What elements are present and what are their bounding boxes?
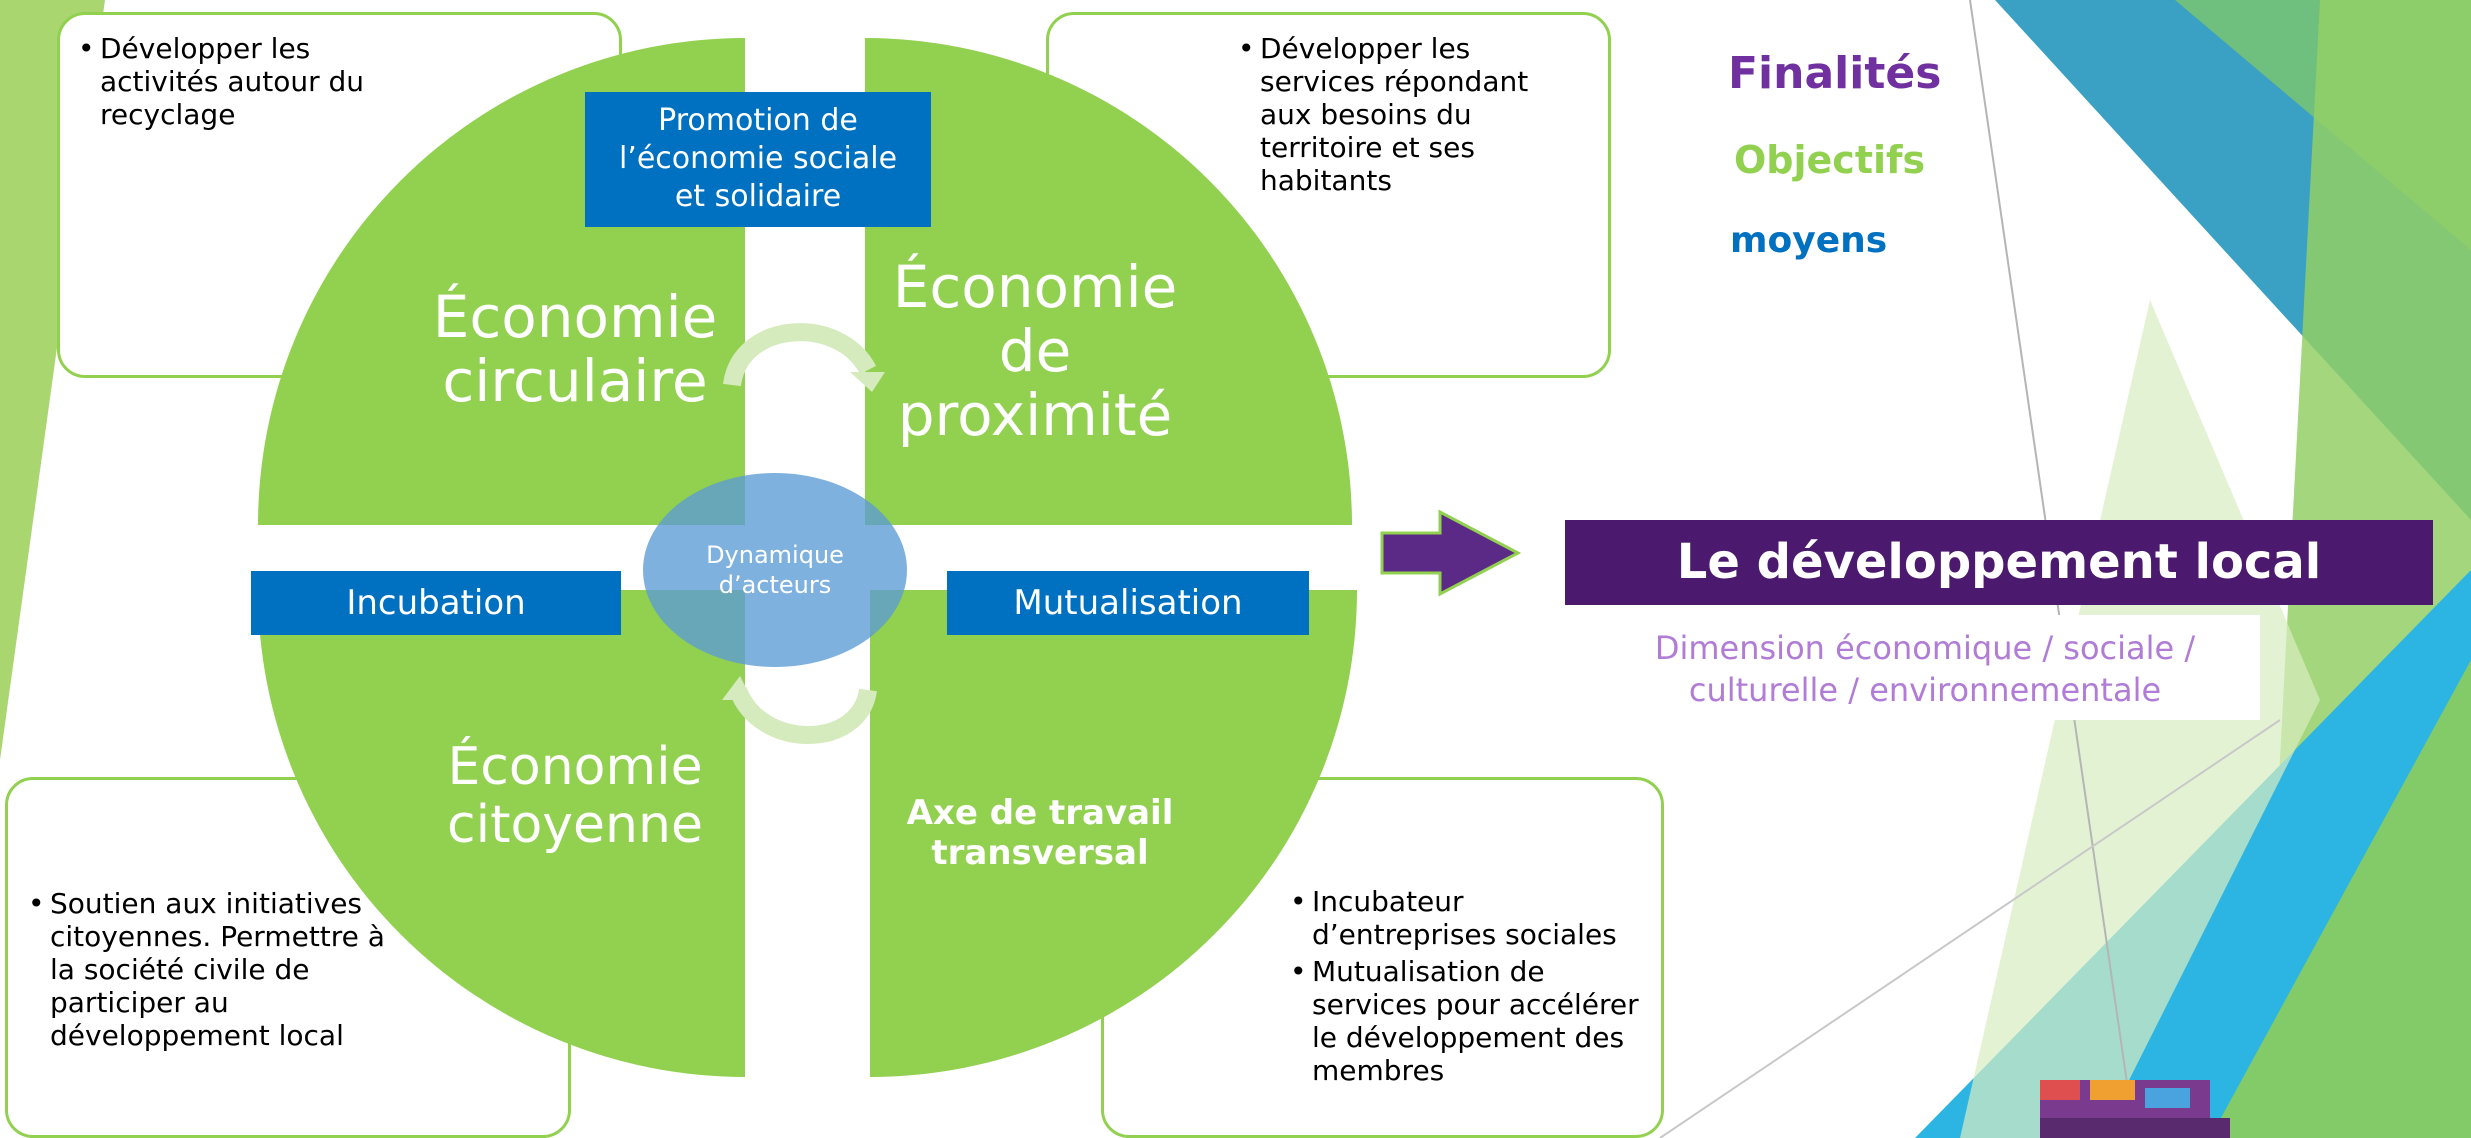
mutualisation-label: Mutualisation — [947, 571, 1309, 635]
dynamique-ellipse — [643, 473, 907, 667]
quadrant-title-circulaire: Économie circulaire — [420, 285, 730, 413]
title-line: Économie — [892, 253, 1178, 321]
right-thin-line-2 — [1659, 719, 2281, 1138]
top-left-bullets: Développer les activités autour du recyc… — [78, 32, 378, 135]
title-line: Axe de travail — [906, 793, 1174, 833]
subtitle-line: culturelle / environnementale — [1688, 671, 2162, 709]
cycle-arrow-top-head — [850, 372, 885, 392]
bullet-item: Soutien aux initiatives citoyennes. Perm… — [28, 887, 388, 1052]
quadrant-title-citoyenne: Économie citoyenne — [420, 738, 730, 854]
logo-piece — [2040, 1118, 2230, 1138]
quadrant-title-proximite: Économie de proximité — [875, 255, 1195, 447]
label-line: Promotion de — [658, 103, 858, 138]
bullet-item: Développer les services répondant aux be… — [1238, 32, 1568, 197]
cycle-arrow-top — [723, 323, 877, 387]
quadrant-bottom-left — [258, 590, 745, 1077]
label-line: l’économie sociale — [618, 141, 898, 176]
cycle-arrow-bottom — [729, 686, 877, 744]
title-line: Économie — [447, 737, 703, 797]
goal-title: Le développement local durable — [1565, 520, 2433, 675]
goal-subtitle: Dimension économique / sociale / culture… — [1590, 615, 2260, 720]
cycle-arrow-bottom-head — [722, 676, 752, 700]
label-line: d’acteurs — [718, 571, 832, 599]
title-line: Économie — [432, 283, 718, 351]
quadrant-top-right — [865, 38, 1352, 525]
legend-objectifs: Objectifs — [1734, 138, 1926, 182]
title-line: proximité — [897, 381, 1173, 449]
bullet-item: Mutualisation de services pour accélérer… — [1290, 955, 1650, 1087]
dynamique-label: Dynamique d’acteurs — [665, 540, 885, 600]
goal-arrow — [1380, 509, 1522, 597]
bottom-right-bullets: Incubateur d’entreprises sociales Mutual… — [1290, 885, 1650, 1091]
title-line: de — [998, 317, 1072, 385]
quadrant-bottom-right — [870, 590, 1357, 1077]
bullet-item: Incubateur d’entreprises sociales — [1290, 885, 1650, 951]
label-line: Dynamique — [706, 541, 844, 569]
logo-piece — [2145, 1088, 2190, 1108]
title-line: circulaire — [442, 347, 708, 415]
right-lime-triangle — [2210, 660, 2471, 1138]
bottom-left-bullets: Soutien aux initiatives citoyennes. Perm… — [28, 887, 388, 1056]
legend-finalites: Finalités — [1728, 48, 1942, 99]
title-line: citoyenne — [447, 795, 703, 855]
quadrant-title-transversal: Axe de travail transversal — [890, 793, 1190, 873]
logo-piece — [2090, 1080, 2135, 1100]
promotion-label: Promotion de l’économie sociale et solid… — [585, 92, 931, 227]
subtitle-line: Dimension économique / sociale / — [1654, 629, 2196, 667]
title-line: transversal — [931, 833, 1149, 873]
bullet-item: Développer les activités autour du recyc… — [78, 32, 378, 131]
incubation-label: Incubation — [251, 571, 621, 635]
logo-piece — [2040, 1080, 2080, 1100]
top-right-bullets: Développer les services répondant aux be… — [1238, 32, 1568, 201]
label-line: et solidaire — [674, 179, 842, 214]
legend-moyens: moyens — [1730, 220, 1888, 261]
